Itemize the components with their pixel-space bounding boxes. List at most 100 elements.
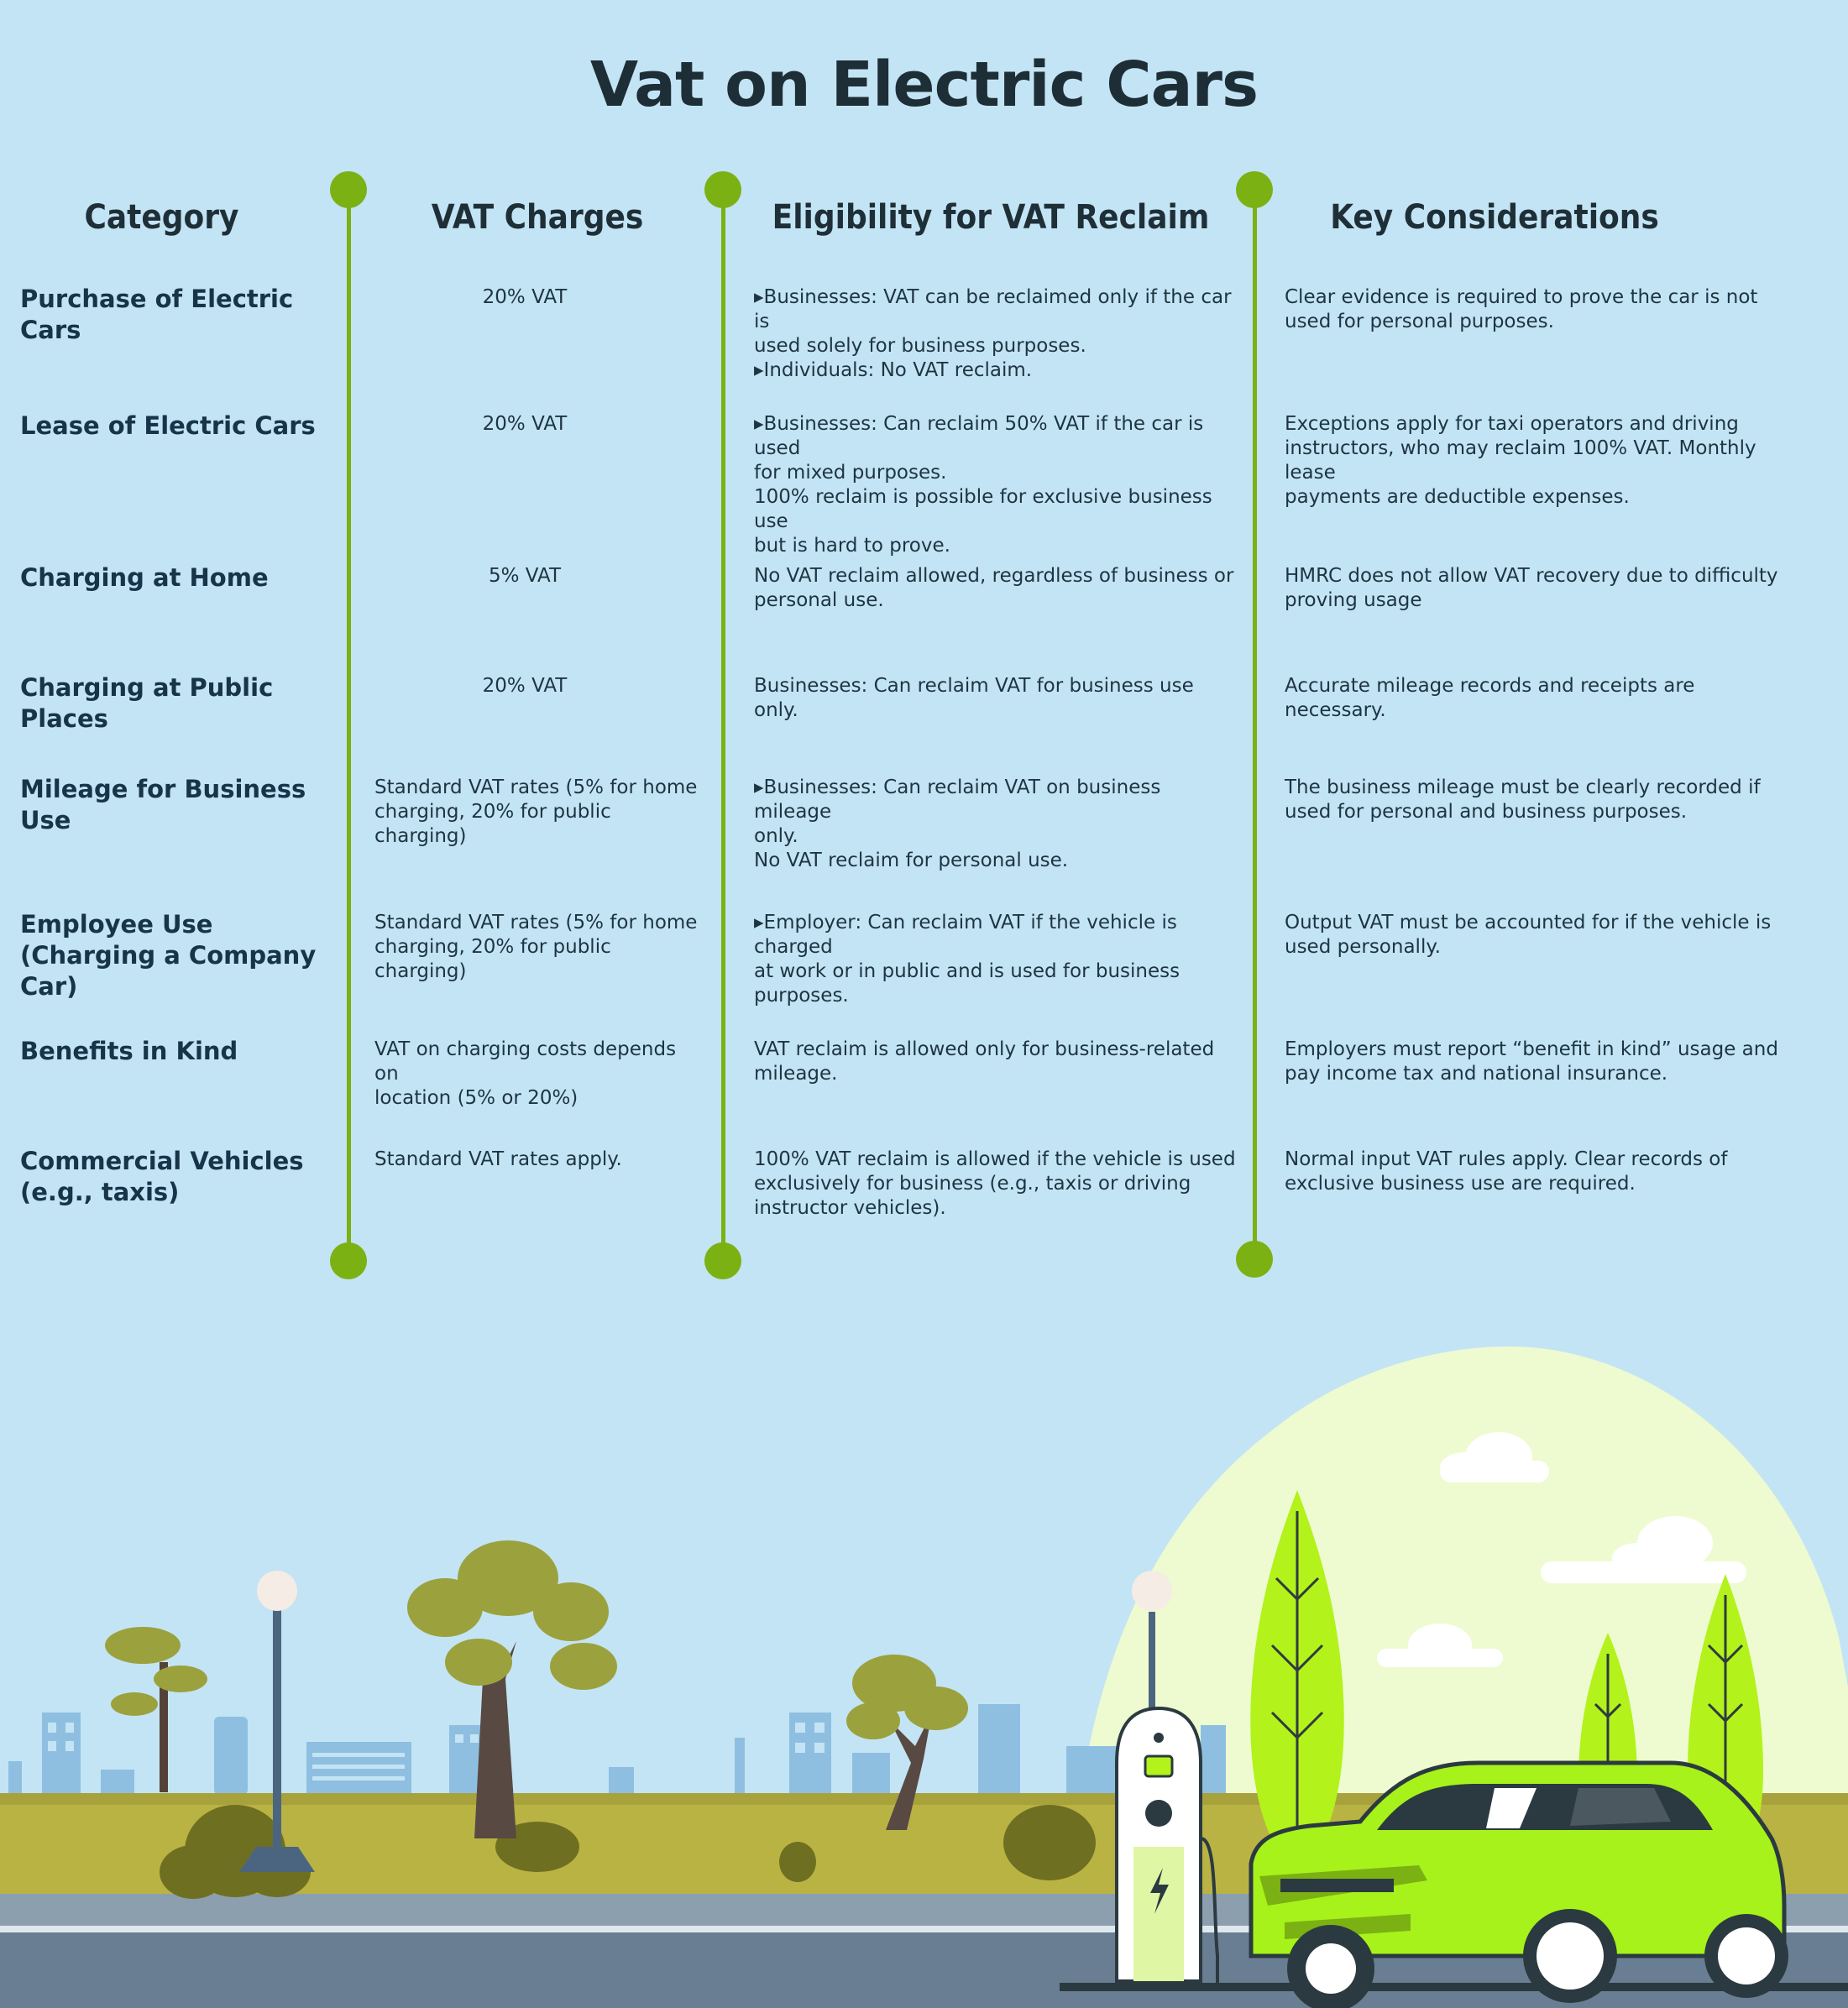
background-hill (1066, 1347, 1848, 2008)
category-label: Purchase of Electric Cars (20, 285, 294, 344)
vat-text: charging, 20% for public charging) (374, 801, 611, 847)
row-consideration: Employers must report “benefit in kind” … (1285, 1038, 1788, 1086)
header-eligibility: Eligibility for VAT Reclaim (772, 198, 1210, 237)
row-consideration: Output VAT must be accounted for if the … (1285, 911, 1788, 960)
category-label: Lease of Electric Cars (20, 411, 316, 440)
category-label: (e.g., taxis) (20, 1178, 180, 1206)
row-category: Benefits in Kind (20, 1036, 348, 1067)
eligibility-text: ▸Employer: Can reclaim VAT if the vehicl… (754, 912, 1177, 958)
tree-right (846, 1655, 968, 1830)
tree-center (407, 1540, 617, 1838)
road (0, 1932, 1848, 2008)
row-eligibility: VAT reclaim is allowed only for business… (754, 1038, 1241, 1086)
header-key-considerations: Key Considerations (1330, 198, 1659, 237)
consideration-text: exclusive business use are required. (1285, 1173, 1636, 1195)
row-eligibility: 100% VAT reclaim is allowed if the vehic… (754, 1148, 1241, 1221)
vat-text: 20% VAT (482, 413, 568, 435)
row-vat: 20% VAT (361, 285, 688, 310)
consideration-text: HMRC does not allow VAT recovery due to … (1285, 565, 1778, 587)
eligibility-text: but is hard to prove. (754, 535, 950, 557)
row-eligibility: Businesses: Can reclaim VAT for business… (754, 674, 1241, 723)
divider-bottom-dot (330, 1242, 367, 1279)
divider-top-dot (1236, 171, 1273, 208)
row-eligibility: ▸Employer: Can reclaim VAT if the vehicl… (754, 911, 1241, 1008)
eligibility-text: instructor vehicles). (754, 1197, 946, 1219)
vat-text: location (5% or 20%) (374, 1087, 578, 1109)
tree-left (105, 1627, 207, 1792)
vat-text: Standard VAT rates apply. (374, 1148, 622, 1170)
eligibility-text: ▸Individuals: No VAT reclaim. (754, 359, 1033, 381)
vat-text: VAT on charging costs depends on (374, 1038, 677, 1085)
consideration-text: Accurate mileage records and receipts ar… (1285, 675, 1695, 721)
eligibility-text: ▸Businesses: Can reclaim 50% VAT if the … (754, 413, 1204, 459)
row-consideration: Accurate mileage records and receipts ar… (1285, 674, 1788, 723)
row-consideration: Clear evidence is required to prove the … (1285, 285, 1788, 334)
consideration-text: The business mileage must be clearly rec… (1285, 777, 1761, 798)
row-eligibility: ▸Businesses: VAT can be reclaimed only i… (754, 285, 1241, 383)
row-category: Purchase of Electric Cars (20, 284, 348, 346)
eligibility-text: exclusively for business (e.g., taxis or… (754, 1173, 1191, 1195)
header-vat-charges: VAT Charges (431, 198, 644, 237)
category-label: Mileage for Business Use (20, 775, 306, 834)
cloud (1377, 1432, 1746, 1667)
bushes (160, 1805, 1096, 1899)
street-lamp (239, 1571, 315, 1872)
eligibility-text: No VAT reclaim for personal use. (754, 850, 1069, 871)
consideration-text: pay income tax and national insurance. (1285, 1063, 1668, 1085)
row-vat: Standard VAT rates (5% for home charging… (374, 911, 702, 984)
eligibility-text: mileage. (754, 1063, 838, 1085)
consideration-text: Normal input VAT rules apply. Clear reco… (1285, 1148, 1728, 1170)
street-lamp (1132, 1571, 1172, 1780)
row-consideration: Exceptions apply for taxi operators and … (1285, 412, 1788, 510)
divider-bottom-dot (704, 1242, 741, 1279)
divider-bottom-dot (1236, 1241, 1273, 1278)
consideration-text: Output VAT must be accounted for if the … (1285, 912, 1772, 933)
eligibility-text: No VAT reclaim allowed, regardless of bu… (754, 565, 1234, 587)
category-label: Charging at Home (20, 563, 269, 592)
row-eligibility: No VAT reclaim allowed, regardless of bu… (754, 564, 1241, 613)
category-label: Benefits in Kind (20, 1037, 238, 1065)
city-skyline (8, 1704, 1226, 1795)
category-label: Charging at Public Places (20, 673, 274, 733)
eligibility-text: purposes. (754, 985, 849, 1007)
consideration-text: payments are deductible expenses. (1285, 486, 1630, 508)
eligibility-text: ▸Businesses: Can reclaim VAT on business… (754, 777, 1161, 823)
eligibility-text: personal use. (754, 589, 884, 611)
row-category: Mileage for Business Use (20, 774, 348, 836)
consideration-text: used for personal and business purposes. (1285, 801, 1688, 823)
page-title: Vat on Electric Cars (589, 49, 1259, 121)
row-consideration: HMRC does not allow VAT recovery due to … (1285, 564, 1788, 613)
sidewalk (0, 1894, 1848, 1927)
vat-text: charging, 20% for public charging) (374, 936, 611, 982)
column-divider (1253, 190, 1257, 1261)
eligibility-text: 100% VAT reclaim is allowed if the vehic… (754, 1148, 1236, 1170)
row-category: Charging at Home (20, 562, 348, 594)
row-vat: 20% VAT (361, 412, 688, 437)
electric-car (1249, 1760, 1788, 2008)
consideration-text: Employers must report “benefit in kind” … (1285, 1038, 1778, 1060)
category-label: (Charging a Company Car) (20, 941, 317, 1001)
row-eligibility: ▸Businesses: Can reclaim VAT on business… (754, 776, 1241, 873)
vat-text: Standard VAT rates (5% for home (374, 912, 698, 933)
eligibility-text: for mixed purposes. (754, 462, 947, 484)
consideration-text: proving usage (1285, 589, 1422, 611)
vat-text: 20% VAT (482, 286, 568, 308)
consideration-text: Clear evidence is required to prove the … (1285, 286, 1758, 308)
eligibility-text: ▸Businesses: VAT can be reclaimed only i… (754, 286, 1232, 332)
consideration-text: Exceptions apply for taxi operators and … (1285, 413, 1739, 435)
vat-text: Standard VAT rates (5% for home (374, 777, 698, 798)
row-consideration: Normal input VAT rules apply. Clear reco… (1285, 1148, 1788, 1196)
category-label: Employee Use (20, 910, 213, 939)
eligibility-text: 100% reclaim is possible for exclusive b… (754, 486, 1212, 532)
row-category: Lease of Electric Cars (20, 410, 348, 442)
category-label: Commercial Vehicles (20, 1147, 304, 1175)
row-vat: Standard VAT rates (5% for home charging… (374, 776, 702, 849)
row-category: Employee Use (Charging a Company Car) (20, 909, 348, 1002)
vat-text: 20% VAT (482, 675, 568, 697)
row-category: Charging at Public Places (20, 672, 348, 735)
consideration-text: instructors, who may reclaim 100% VAT. M… (1285, 437, 1756, 484)
column-divider (721, 190, 725, 1261)
eligibility-text: only. (754, 825, 798, 847)
column-divider (347, 190, 351, 1261)
eligibility-text: VAT reclaim is allowed only for business… (754, 1038, 1215, 1060)
